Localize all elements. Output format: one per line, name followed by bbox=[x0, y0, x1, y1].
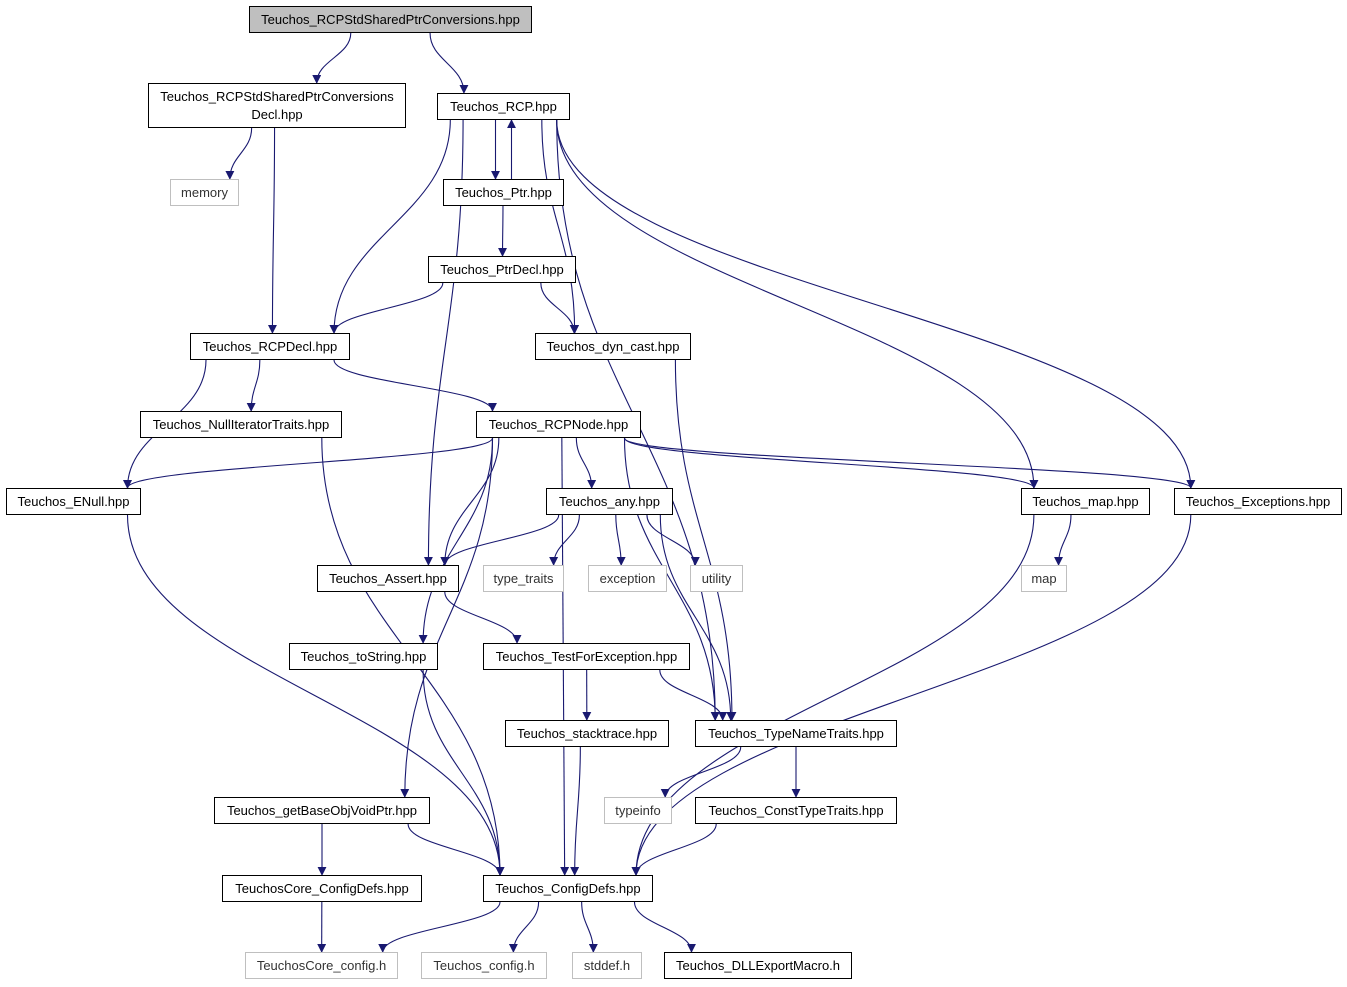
edge-rcpdecl-to-rcpnode bbox=[333, 359, 497, 412]
node-type-name-traits[interactable]: Teuchos_TypeNameTraits.hpp bbox=[695, 720, 897, 747]
node-tostring[interactable]: Teuchos_toString.hpp bbox=[289, 643, 438, 670]
edge-root-to-rcp bbox=[429, 32, 469, 94]
node-assert[interactable]: Teuchos_Assert.hpp bbox=[317, 565, 459, 592]
node-memory: memory bbox=[170, 179, 239, 206]
edge-enull-to-configdefs bbox=[126, 514, 505, 876]
node-root[interactable]: Teuchos_RCPStdSharedPtrConversions.hpp bbox=[249, 6, 532, 33]
edge-testfor-to-typename bbox=[659, 669, 728, 721]
edge-assert-to-testfor bbox=[444, 591, 522, 644]
node-get-base-obj-void-ptr[interactable]: Teuchos_getBaseObjVoidPtr.hpp bbox=[214, 797, 430, 824]
node-ptrdecl[interactable]: Teuchos_PtrDecl.hpp bbox=[428, 256, 576, 283]
edge-any-to-typetraits bbox=[549, 514, 580, 566]
edge-ptrdecl-to-dyncast bbox=[540, 282, 579, 334]
node-map[interactable]: Teuchos_map.hpp bbox=[1021, 488, 1150, 515]
edge-any-to-utility bbox=[646, 514, 700, 566]
node-const-type-traits[interactable]: Teuchos_ConstTypeTraits.hpp bbox=[695, 797, 897, 824]
node-typeinfo: typeinfo bbox=[604, 797, 672, 824]
node-rcpdecl[interactable]: Teuchos_RCPDecl.hpp bbox=[190, 333, 350, 360]
edge-rcp-to-exceptions bbox=[556, 119, 1196, 489]
edge-rcpnode-to-exceptions bbox=[623, 437, 1196, 489]
node-dyn-cast[interactable]: Teuchos_dyn_cast.hpp bbox=[535, 333, 691, 360]
edge-ptrdecl-to-rcpdecl bbox=[329, 282, 444, 334]
node-null-iterator-traits[interactable]: Teuchos_NullIteratorTraits.hpp bbox=[140, 411, 342, 438]
edge-rcpnode-to-typename bbox=[623, 437, 720, 721]
edge-stacktrace-to-configdefs bbox=[570, 746, 581, 876]
edge-rcpnode-to-map bbox=[623, 437, 1039, 489]
edge-rcpnode-to-assert bbox=[440, 437, 500, 566]
edge-any-to-typename bbox=[659, 514, 736, 721]
edge-rcpnode-to-any bbox=[575, 437, 597, 489]
node-utility: utility bbox=[690, 565, 743, 592]
node-dll-export-macro[interactable]: Teuchos_DLLExportMacro.h bbox=[664, 952, 852, 979]
edge-typename-to-typeinfo bbox=[660, 746, 742, 798]
edge-root-to-decl bbox=[312, 32, 352, 84]
node-ptr[interactable]: Teuchos_Ptr.hpp bbox=[443, 179, 564, 206]
edge-rcpdecl-to-nulliter bbox=[246, 359, 261, 412]
node-stacktrace[interactable]: Teuchos_stacktrace.hpp bbox=[505, 720, 669, 747]
node-enull[interactable]: Teuchos_ENull.hpp bbox=[6, 488, 141, 515]
edge-rcpnode-to-getbase bbox=[400, 437, 494, 798]
node-teuchoscore-configdefs[interactable]: TeuchosCore_ConfigDefs.hpp bbox=[222, 875, 422, 902]
edge-rcpnode-to-enull bbox=[123, 437, 494, 489]
edge-dyncast-to-typename bbox=[674, 359, 737, 721]
edge-decl-to-rcpdecl bbox=[267, 127, 277, 334]
edge-rcp-to-rcpdecl bbox=[329, 119, 451, 334]
node-test-for-exception[interactable]: Teuchos_TestForException.hpp bbox=[483, 643, 690, 670]
edge-map-to-stdmap bbox=[1054, 514, 1072, 566]
edge-consttype-to-configdefs bbox=[631, 823, 717, 876]
edge-any-to-exception bbox=[615, 514, 626, 566]
edge-rcpnode-to-tostring bbox=[418, 437, 494, 644]
edge-configdefs-to-coreconfig bbox=[378, 901, 501, 953]
node-configdefs[interactable]: Teuchos_ConfigDefs.hpp bbox=[483, 875, 653, 902]
node-exception: exception bbox=[588, 565, 667, 592]
node-stddef-h: stddef.h bbox=[572, 952, 642, 979]
edge-configdefs-to-dllexport bbox=[633, 901, 696, 953]
node-teuchos-config-h: Teuchos_config.h bbox=[421, 952, 547, 979]
edge-configdefs-to-config bbox=[508, 901, 540, 953]
node-rcpstdsharedptrconversions-decl[interactable]: Teuchos_RCPStdSharedPtrConversions Decl.… bbox=[148, 83, 406, 128]
edge-any-to-assert bbox=[440, 514, 560, 566]
node-rcpnode[interactable]: Teuchos_RCPNode.hpp bbox=[476, 411, 641, 438]
node-std-map: map bbox=[1021, 565, 1067, 592]
node-teuchoscore-config-h: TeuchosCore_config.h bbox=[245, 952, 398, 979]
edge-configdefs-to-stddef bbox=[581, 901, 598, 953]
edge-decl-to-memory bbox=[225, 127, 253, 180]
node-rcp[interactable]: Teuchos_RCP.hpp bbox=[437, 93, 570, 120]
edge-rcp-to-map bbox=[556, 119, 1039, 489]
node-type-traits: type_traits bbox=[483, 565, 564, 592]
node-exceptions[interactable]: Teuchos_Exceptions.hpp bbox=[1174, 488, 1342, 515]
node-any[interactable]: Teuchos_any.hpp bbox=[546, 488, 673, 515]
edge-tostring-to-configdefs bbox=[422, 669, 505, 876]
edge-rcp-to-dyncast bbox=[541, 119, 580, 334]
edge-getbase-to-configdefs bbox=[407, 823, 505, 876]
